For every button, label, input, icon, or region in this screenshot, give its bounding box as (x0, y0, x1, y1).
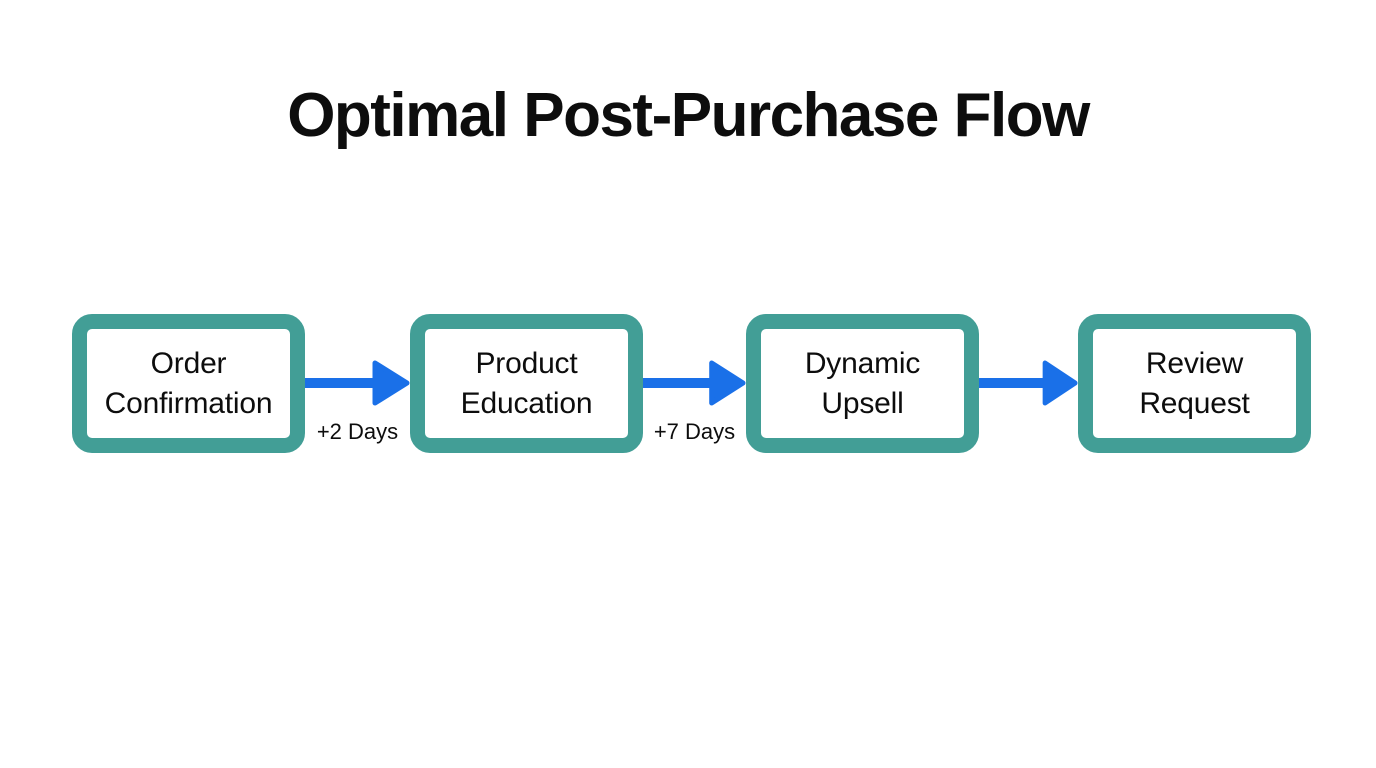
connector-delay-label: +7 Days (653, 419, 736, 444)
node-label: Product Education (460, 346, 593, 420)
flow-connector-2: +7 Days (643, 359, 746, 444)
flow-connector-3 (979, 359, 1078, 407)
flow-node-review-request: Review Request (1078, 314, 1311, 453)
node-label: Review Request (1139, 346, 1250, 420)
flow-node-order-confirmation: Order Confirmation (72, 314, 305, 453)
arrow-right-icon (979, 359, 1078, 407)
connector-delay-label: +2 Days (316, 419, 399, 444)
flow-connector-1: +2 Days (305, 359, 410, 444)
diagram-title: Optimal Post-Purchase Flow (287, 81, 1090, 150)
flow-node-product-education: Product Education (410, 314, 643, 453)
flow-node-dynamic-upsell: Dynamic Upsell (746, 314, 979, 453)
node-label: Dynamic Upsell (804, 346, 921, 420)
arrow-right-icon (305, 359, 410, 407)
node-label: Order Confirmation (104, 346, 273, 420)
arrow-right-icon (643, 359, 746, 407)
